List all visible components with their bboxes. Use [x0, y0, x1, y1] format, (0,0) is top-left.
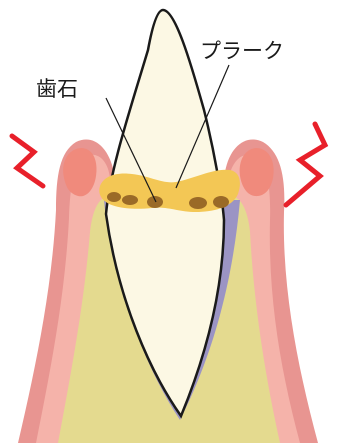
calculus-label: 歯石 [36, 77, 78, 101]
calculus-deposit [122, 195, 138, 205]
calculus-deposit [107, 192, 121, 202]
calculus-deposit [147, 196, 163, 208]
plaque-label: プラーク [200, 39, 284, 63]
calculus-deposit [213, 196, 229, 208]
calculus-deposit [189, 197, 207, 209]
inflammation-mark-right [286, 124, 325, 205]
gum-papilla-right [240, 148, 274, 196]
inflammation-mark-left [12, 136, 43, 186]
